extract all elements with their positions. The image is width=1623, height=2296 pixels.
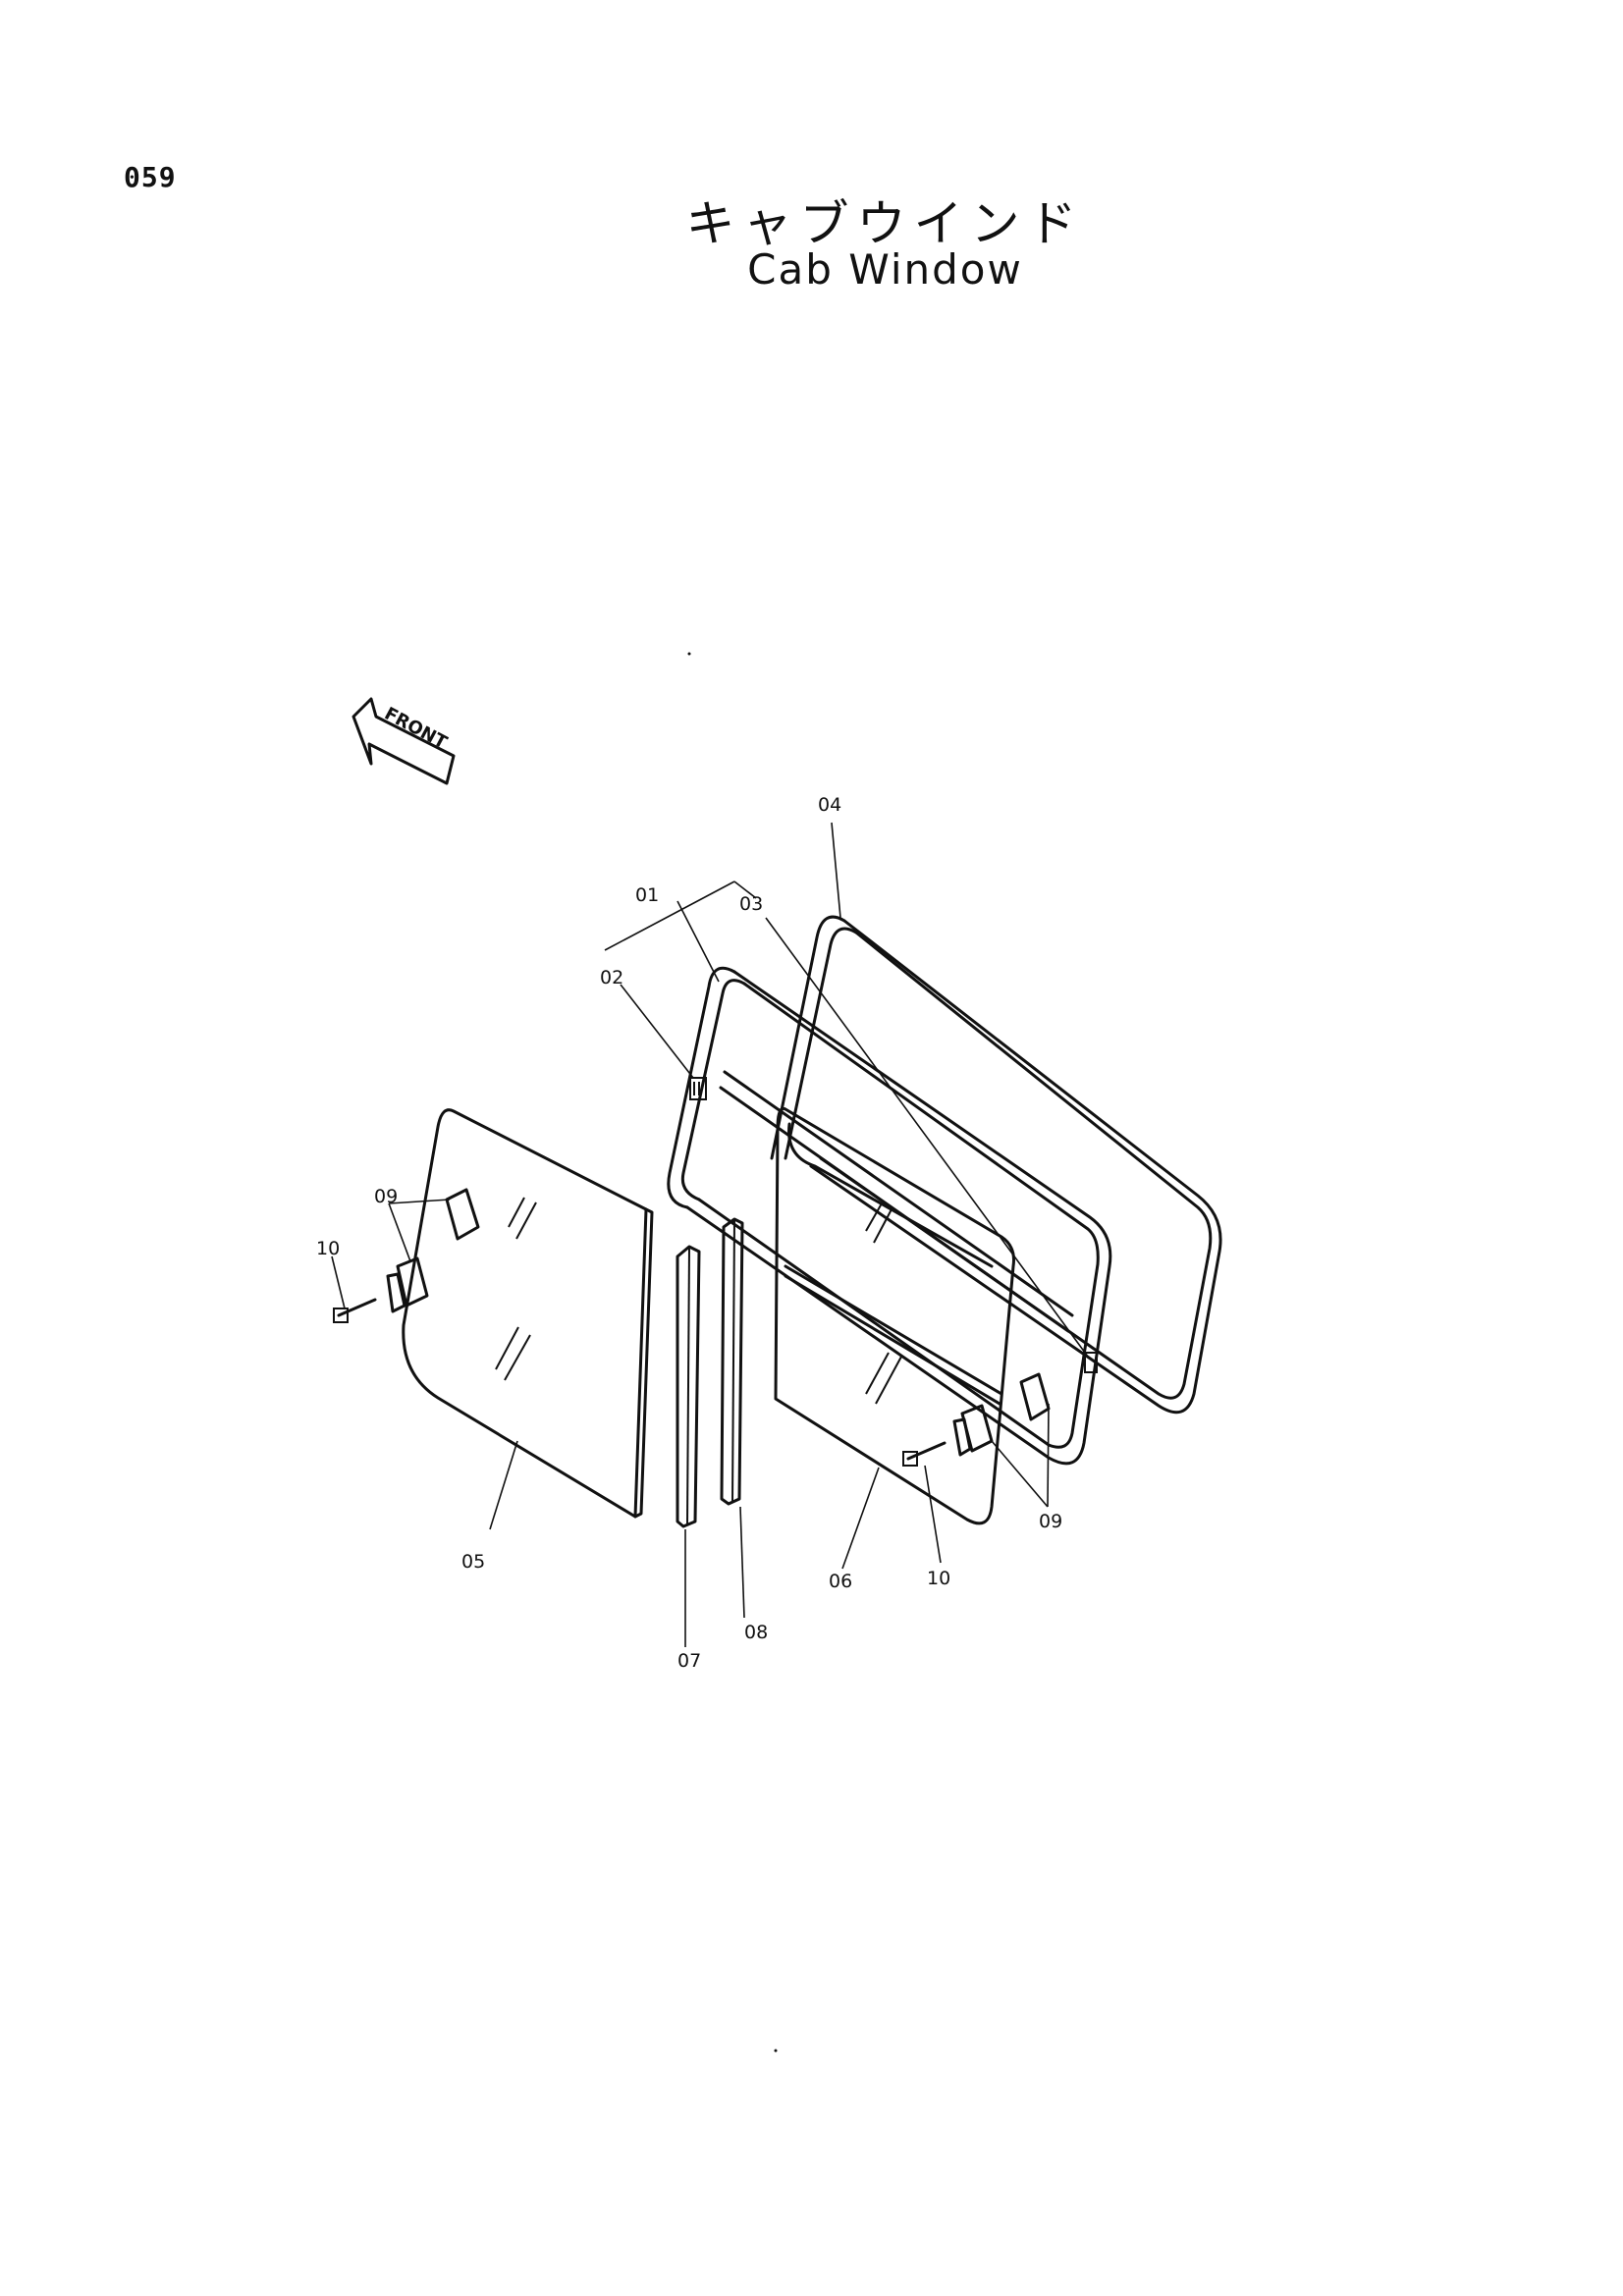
callout-05: 05 (461, 1551, 485, 1573)
callout-04: 04 (818, 794, 841, 816)
callout-06: 06 (829, 1571, 852, 1592)
leader-lines (331, 822, 1089, 1647)
part-07-rail (676, 1245, 701, 1528)
part-04-outer-seal (770, 915, 1222, 1415)
callout-09-left: 09 (374, 1186, 398, 1207)
scan-dot (687, 652, 691, 656)
callout-labels: 04 01 03 02 09 10 09 05 06 10 08 07 (316, 794, 1062, 1672)
part-10-bolt-left (333, 1298, 377, 1323)
callout-08: 08 (744, 1622, 768, 1643)
front-label: FRONT (381, 703, 451, 753)
scan-dot (774, 2049, 778, 2053)
part-03-clip (1084, 1352, 1098, 1373)
part-05-glass-pane (402, 1108, 654, 1519)
part-09-latch-left (386, 1188, 480, 1313)
callout-10-right: 10 (927, 1568, 950, 1589)
part-02-clip (689, 1077, 707, 1100)
page-title-english: Cab Window (747, 245, 1023, 294)
callout-03: 03 (739, 893, 763, 915)
front-arrow-icon: FRONT (352, 697, 456, 785)
callout-07: 07 (677, 1650, 701, 1672)
part-08-rail (720, 1217, 744, 1506)
page-title-japanese: キャブウインド (685, 195, 1085, 252)
callout-09-right: 09 (1039, 1511, 1062, 1532)
callout-10-left: 10 (316, 1238, 340, 1259)
part-06-sliding-glass (774, 1106, 1015, 1525)
part-10-bolt-right (902, 1441, 947, 1467)
page-number: 059 (124, 161, 177, 193)
callout-01: 01 (635, 884, 659, 906)
callout-02: 02 (600, 967, 623, 988)
